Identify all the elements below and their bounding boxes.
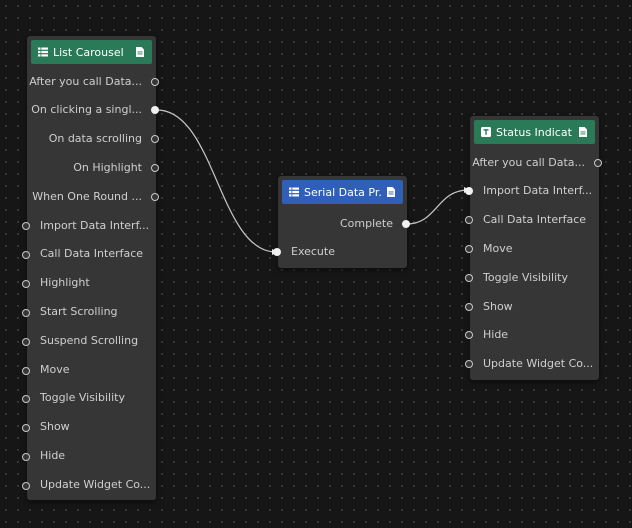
- input-port-label: Update Widget Co...: [40, 478, 150, 492]
- input-port[interactable]: [22, 395, 30, 403]
- output-port[interactable]: [151, 164, 159, 172]
- output-port-label: When One Round ...: [32, 190, 142, 204]
- input-port[interactable]: [465, 303, 473, 311]
- document-icon[interactable]: [387, 187, 395, 197]
- output-port[interactable]: [402, 220, 410, 228]
- document-icon[interactable]: [136, 47, 144, 57]
- input-port[interactable]: [22, 453, 30, 461]
- input-port-label: Hide: [483, 328, 508, 342]
- output-port[interactable]: [151, 106, 159, 114]
- node-header[interactable]: Serial Data Pr...: [282, 180, 403, 204]
- input-port[interactable]: [465, 274, 473, 282]
- input-port[interactable]: [22, 367, 30, 375]
- output-port-label: After you call Data...: [29, 75, 142, 89]
- input-port-label: Move: [483, 242, 513, 256]
- input-port-label: Suspend Scrolling: [40, 334, 138, 348]
- input-port-label: Start Scrolling: [40, 305, 118, 319]
- input-port-label: Call Data Interface: [483, 213, 586, 227]
- input-port[interactable]: [22, 424, 30, 432]
- input-port[interactable]: [465, 216, 473, 224]
- node-title: Serial Data Pr...: [304, 186, 381, 199]
- output-port-label: On Highlight: [73, 161, 142, 175]
- node-header[interactable]: Status Indicat...: [474, 120, 595, 144]
- input-port-label: Highlight: [40, 276, 90, 290]
- input-port[interactable]: [22, 280, 30, 288]
- input-port-label: Show: [483, 300, 513, 314]
- input-port[interactable]: [273, 248, 281, 256]
- node-serial-data[interactable]: Serial Data Pr... Complete Execute: [278, 176, 407, 268]
- input-port[interactable]: [465, 245, 473, 253]
- input-port-label: Import Data Interf...: [483, 184, 592, 198]
- output-port-label: After you call Data...: [472, 156, 585, 170]
- wire-list-carousel-to-serial-data[interactable]: [157, 110, 276, 252]
- wire-serial-data-to-status-indicator[interactable]: [407, 190, 468, 224]
- input-port[interactable]: [465, 360, 473, 368]
- node-title: List Carousel: [53, 46, 130, 59]
- input-port[interactable]: [22, 482, 30, 490]
- node-list-carousel[interactable]: List Carousel After you call Data... On …: [27, 36, 156, 500]
- input-port[interactable]: [465, 187, 473, 195]
- output-port-label: Complete: [340, 217, 393, 231]
- input-port[interactable]: [22, 309, 30, 317]
- input-port-label: Import Data Interf...: [40, 219, 149, 233]
- input-port[interactable]: [22, 338, 30, 346]
- node-header[interactable]: List Carousel: [31, 40, 152, 64]
- node-title: Status Indicat...: [496, 126, 573, 139]
- input-port-label: Move: [40, 363, 70, 377]
- output-port[interactable]: [151, 135, 159, 143]
- input-port[interactable]: [22, 222, 30, 230]
- input-port[interactable]: [22, 251, 30, 259]
- input-port-label: Toggle Visibility: [40, 391, 125, 405]
- text-box-icon: [481, 127, 491, 137]
- table-list-icon: [38, 47, 48, 57]
- document-icon[interactable]: [579, 127, 587, 137]
- output-port-label: On data scrolling: [49, 132, 142, 146]
- input-port-label: Execute: [291, 245, 335, 259]
- node-status-indicator[interactable]: Status Indicat... After you call Data...…: [470, 116, 599, 380]
- input-port-label: Toggle Visibility: [483, 271, 568, 285]
- output-port[interactable]: [594, 159, 602, 167]
- output-port[interactable]: [151, 78, 159, 86]
- input-port[interactable]: [465, 331, 473, 339]
- input-port-label: Show: [40, 420, 70, 434]
- list-icon: [289, 187, 299, 197]
- input-port-label: Update Widget Co...: [483, 357, 593, 371]
- output-port[interactable]: [151, 193, 159, 201]
- input-port-label: Hide: [40, 449, 65, 463]
- output-port-label: On clicking a singl...: [31, 103, 142, 117]
- input-port-label: Call Data Interface: [40, 247, 143, 261]
